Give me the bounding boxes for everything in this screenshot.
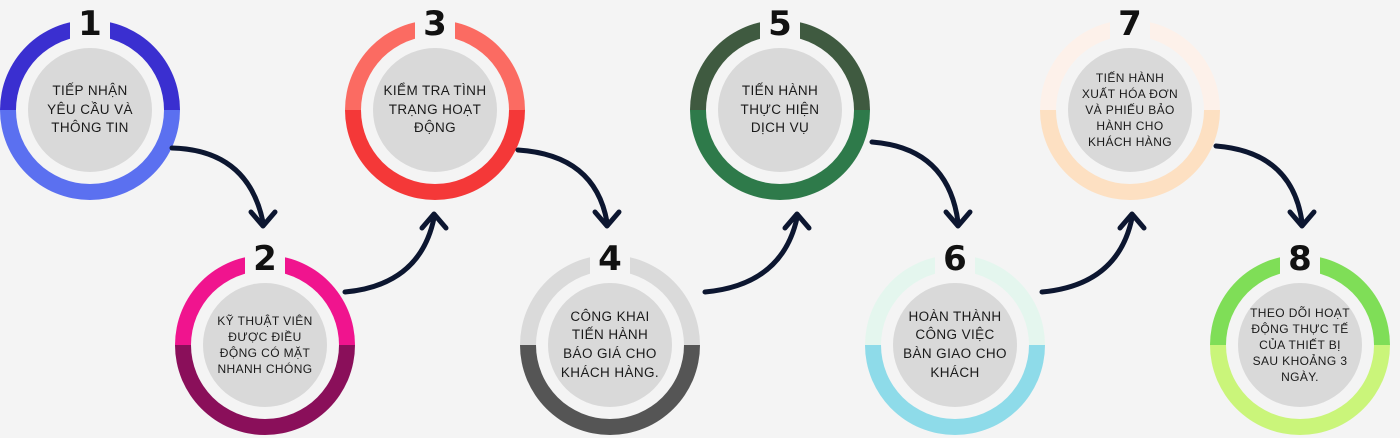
step-2: KỸ THUẬT VIÊN ĐƯỢC ĐIỀU ĐỘNG CÓ MẶT NHAN… bbox=[175, 239, 355, 435]
step-8: THEO DÕI HOẠT ĐỘNG THỰC TẾ CỦA THIẾT BỊ … bbox=[1210, 239, 1390, 435]
number-backdrop bbox=[415, 6, 455, 46]
arrow-head-icon bbox=[592, 209, 622, 229]
arrow-head-icon bbox=[1287, 209, 1317, 229]
step-circle: KIỂM TRA TÌNH TRẠNG HOẠT ĐỘNG bbox=[373, 48, 497, 172]
arrow-head-icon bbox=[943, 209, 973, 229]
flow-arrow bbox=[1213, 143, 1305, 225]
number-backdrop bbox=[245, 241, 285, 281]
step-number: 8 bbox=[1288, 239, 1312, 279]
step-text: TIẾN HÀNH THỰC HIỆN DỊCH VỤ bbox=[740, 83, 820, 136]
step-circle: HOÀN THÀNH CÔNG VIỆC BÀN GIAO CHO KHÁCH bbox=[893, 283, 1017, 407]
step-circle: CÔNG KHAI TIẾN HÀNH BÁO GIÁ CHO KHÁCH HÀ… bbox=[548, 283, 672, 407]
number-backdrop bbox=[1110, 6, 1150, 46]
flow-arrow bbox=[515, 147, 610, 225]
step-text: HOÀN THÀNH CÔNG VIỆC BÀN GIAO CHO KHÁCH bbox=[903, 308, 1007, 380]
flow-arrow bbox=[342, 215, 437, 295]
step-circle: TIẾP NHẬN YÊU CẦU VÀ THÔNG TIN bbox=[28, 48, 152, 172]
step-5: TIẾN HÀNH THỰC HIỆN DỊCH VỤ 5 bbox=[690, 4, 870, 200]
step-number: 1 bbox=[78, 4, 102, 44]
step-number: 3 bbox=[423, 4, 447, 44]
step-6: HOÀN THÀNH CÔNG VIỆC BÀN GIAO CHO KHÁCH 6 bbox=[865, 239, 1045, 435]
step-text: TIẾN HÀNH XUẤT HÓA ĐƠN VÀ PHIẾU BẢO HÀNH… bbox=[1081, 70, 1179, 150]
number-backdrop bbox=[590, 241, 630, 281]
flow-arrow bbox=[1039, 215, 1135, 295]
step-circle: KỸ THUẬT VIÊN ĐƯỢC ĐIỀU ĐỘNG CÓ MẶT NHAN… bbox=[203, 283, 327, 407]
step-number: 7 bbox=[1118, 4, 1142, 44]
step-text: THEO DÕI HOẠT ĐỘNG THỰC TẾ CỦA THIẾT BỊ … bbox=[1250, 305, 1350, 385]
flow-arrow bbox=[702, 215, 800, 295]
number-backdrop bbox=[1280, 241, 1320, 281]
step-number: 6 bbox=[943, 239, 967, 279]
step-1: TIẾP NHẬN YÊU CẦU VÀ THÔNG TIN 1 bbox=[0, 4, 180, 200]
step-circle: THEO DÕI HOẠT ĐỘNG THỰC TẾ CỦA THIẾT BỊ … bbox=[1238, 283, 1362, 407]
arrow-head-icon bbox=[782, 211, 812, 231]
step-number: 4 bbox=[598, 239, 622, 279]
step-text: TIẾP NHẬN YÊU CẦU VÀ THÔNG TIN bbox=[47, 83, 133, 136]
step-text: CÔNG KHAI TIẾN HÀNH BÁO GIÁ CHO KHÁCH HÀ… bbox=[560, 308, 660, 380]
step-circle: TIẾN HÀNH THỰC HIỆN DỊCH VỤ bbox=[718, 48, 842, 172]
arrow-head-icon bbox=[1117, 211, 1147, 231]
step-4: CÔNG KHAI TIẾN HÀNH BÁO GIÁ CHO KHÁCH HÀ… bbox=[520, 239, 700, 435]
flow-arrow bbox=[869, 139, 961, 225]
number-backdrop bbox=[70, 6, 110, 46]
arrow-head-icon bbox=[419, 211, 449, 231]
step-3: KIỂM TRA TÌNH TRẠNG HOẠT ĐỘNG 3 bbox=[345, 4, 525, 200]
number-backdrop bbox=[935, 241, 975, 281]
step-text: KỸ THUẬT VIÊN ĐƯỢC ĐIỀU ĐỘNG CÓ MẶT NHAN… bbox=[217, 313, 313, 377]
number-backdrop bbox=[760, 6, 800, 46]
arrow-head-icon bbox=[248, 209, 278, 229]
step-7: TIẾN HÀNH XUẤT HÓA ĐƠN VÀ PHIẾU BẢO HÀNH… bbox=[1040, 4, 1220, 200]
step-text: KIỂM TRA TÌNH TRẠNG HOẠT ĐỘNG bbox=[383, 83, 487, 136]
step-circle: TIẾN HÀNH XUẤT HÓA ĐƠN VÀ PHIẾU BẢO HÀNH… bbox=[1068, 48, 1192, 172]
step-number: 2 bbox=[253, 239, 277, 279]
step-number: 5 bbox=[768, 4, 792, 44]
flow-arrow bbox=[169, 145, 266, 225]
